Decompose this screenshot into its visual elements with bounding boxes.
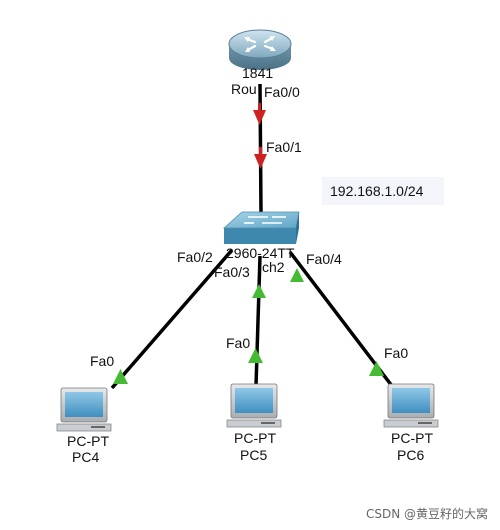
- pc5-name-label: PC5: [240, 447, 267, 463]
- link-status-pc5-fa0: [248, 348, 263, 363]
- pc5-icon[interactable]: [226, 383, 282, 428]
- pc4-icon[interactable]: [56, 387, 112, 432]
- link-status-pc6-fa0: [369, 361, 384, 376]
- port-label-pc5-fa0: Fa0: [226, 335, 250, 351]
- switch-name-label: ch2: [262, 259, 285, 275]
- switch-model-label: 2960-24TT: [226, 245, 295, 261]
- link-switch-pc6[interactable]: [288, 250, 394, 388]
- link-status-switch-fa03: [252, 284, 266, 298]
- pc6-model-label: PC-PT: [391, 430, 433, 446]
- network-note-text: 192.168.1.0/24: [330, 183, 424, 199]
- port-label-switch-fa02: Fa0/2: [177, 249, 213, 265]
- port-label-pc4-fa0: Fa0: [90, 353, 114, 369]
- port-label-router-fa00: Fa0/0: [264, 84, 300, 100]
- port-label-pc6-fa0: Fa0: [384, 345, 408, 361]
- router-1841-icon[interactable]: [228, 29, 292, 70]
- pc6-name-label: PC6: [397, 447, 424, 463]
- port-label-switch-fa03: Fa0/3: [214, 264, 250, 280]
- pc5-model-label: PC-PT: [234, 430, 276, 446]
- pc4-model-label: PC-PT: [67, 433, 109, 449]
- link-status-switch-fa01: [254, 147, 267, 169]
- link-status-pc4-fa0: [113, 369, 128, 384]
- pc4-name-label: PC4: [72, 449, 99, 465]
- link-switch-pc4[interactable]: [110, 248, 234, 390]
- pc6-icon[interactable]: [383, 383, 439, 428]
- port-label-switch-fa04: Fa0/4: [306, 251, 342, 267]
- link-status-router-fa00: [253, 103, 266, 125]
- watermark-text: CSDN @黄豆籽的大窝: [365, 507, 488, 521]
- router-name-label: Rou: [231, 81, 257, 97]
- link-status-switch-fa04: [290, 268, 304, 282]
- port-label-switch-fa01: Fa0/1: [266, 139, 302, 155]
- switch-2960-icon[interactable]: [222, 211, 300, 244]
- network-note-box[interactable]: [322, 177, 444, 205]
- router-model-label: 1841: [242, 65, 273, 81]
- link-switch-pc5[interactable]: [254, 255, 262, 387]
